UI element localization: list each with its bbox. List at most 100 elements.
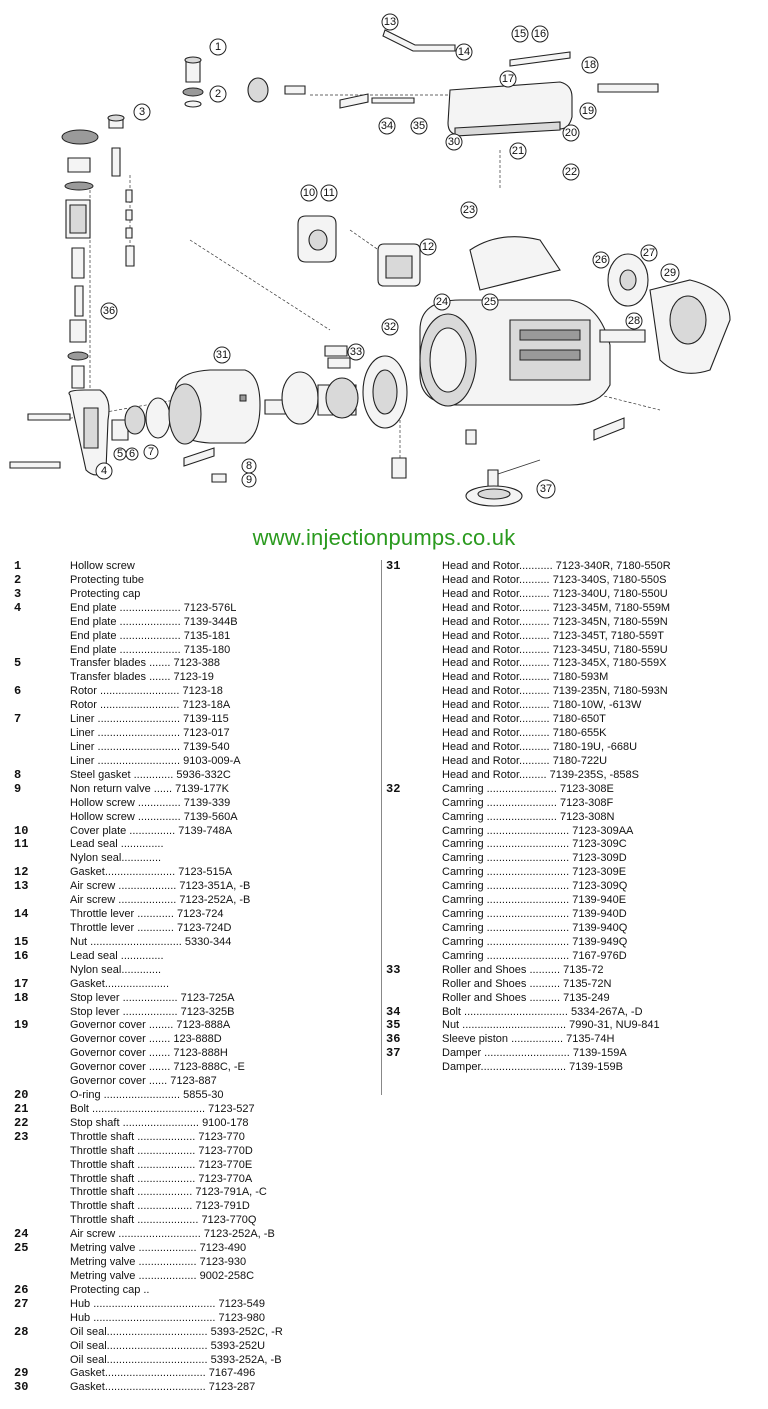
parts-row: Camring ........................... 7139… (386, 936, 766, 950)
parts-row: 23 Throttle shaft ................... 712… (14, 1129, 374, 1145)
part-code: 7135-74H (566, 1033, 615, 1046)
svg-text:15: 15 (514, 28, 526, 40)
callout-8: 8 (241, 458, 257, 474)
part-name: Rotor .......................... (70, 699, 180, 712)
part-number: 19 (14, 1018, 29, 1033)
part-name: Hub ....................................… (70, 1297, 216, 1310)
part-description: Head and Rotor.......... 7123-340U, 7180… (442, 588, 668, 602)
parts-row: Roller and Shoes .......... 7135-72N (386, 978, 766, 992)
part-description: Liner ........................... 9103-0… (70, 755, 241, 769)
callout-13: 13 (381, 13, 399, 31)
parts-row: Head and Rotor.......... 7123-345M, 7180… (386, 602, 766, 616)
parts-row: Camring ........................... 7123… (386, 825, 766, 839)
callout-19: 19 (579, 102, 597, 120)
part-description: Camring ........................... 7139… (442, 908, 627, 922)
parts-row: End plate .................... 7139-344B (14, 616, 374, 630)
part-description: Governor cover ....... 7123-888H (70, 1047, 228, 1061)
svg-text:10: 10 (303, 187, 315, 199)
part-description: Air screw ........................... 71… (70, 1228, 275, 1242)
parts-row: End plate .................... 7135-181 (14, 630, 374, 644)
part-description: Throttle shaft ................... 7123-… (70, 1159, 252, 1173)
part-code: 7123-309E (572, 866, 627, 879)
callout-6: 6 (125, 447, 139, 461)
part-name: Head and Rotor.......... (442, 671, 550, 684)
part-code: 5936-332C (176, 768, 231, 781)
callout-15: 15 (511, 25, 529, 43)
part-name: Protecting cap .. (70, 1283, 150, 1296)
part-description: Hollow screw .............. 7139-560A (70, 811, 238, 825)
part-name: Head and Rotor.......... (442, 657, 550, 670)
part-name: Damper ............................ (442, 1047, 570, 1060)
svg-text:36: 36 (103, 305, 115, 317)
parts-row: Governor cover ....... 7123-888C, -E (14, 1061, 374, 1075)
part-name: Oil seal................................… (70, 1325, 208, 1338)
part-description: Throttle lever ............ 7123-724 (70, 908, 223, 922)
part-description: Stop lever .................. 7123-325B (70, 1006, 234, 1020)
part-number: 28 (14, 1324, 29, 1339)
part-number: 33 (386, 962, 401, 977)
parts-row: Camring ........................... 7139… (386, 922, 766, 936)
part-code: 7139-177K (175, 782, 229, 795)
parts-row: Hollow screw .............. 7139-339 (14, 797, 374, 811)
part-name: Oil seal................................… (70, 1339, 208, 1352)
part-number: 36 (386, 1032, 401, 1047)
part-number: 4 (14, 600, 22, 615)
part-description: Roller and Shoes .......... 7135-249 (442, 992, 610, 1006)
part-description: Roller and Shoes .......... 7135-72N (442, 978, 611, 992)
part-description: Hollow screw (70, 560, 135, 574)
parts-row: 36 Sleeve piston ................. 7135-7… (386, 1032, 766, 1047)
part-description: Sleeve piston ................. 7135-74H (442, 1033, 614, 1047)
part-name: Liner ........................... (70, 754, 181, 767)
part-description: Damper ............................ 7139… (442, 1047, 627, 1061)
callout-2: 2 (209, 85, 227, 103)
part-description: Throttle shaft ................... 7123-… (70, 1131, 245, 1145)
part-description: Head and Rotor.......... 7180-722U (442, 755, 607, 769)
part-description: Protecting tube (70, 574, 144, 588)
parts-row: Throttle shaft .................... 7123… (14, 1214, 374, 1228)
part-code: 7139-235N, 7180-593N (552, 685, 668, 698)
part-code: 7123-325B (180, 1005, 235, 1018)
svg-text:34: 34 (381, 120, 393, 132)
part-code: 7123-18A (182, 699, 231, 712)
parts-row: Transfer blades ....... 7123-19 (14, 671, 374, 685)
part-code: 7123-549 (218, 1297, 266, 1310)
part-code: 7123-576L (183, 601, 237, 614)
svg-text:1: 1 (215, 41, 221, 53)
part-number: 23 (14, 1129, 29, 1144)
part-name: Camring ........................... (442, 852, 570, 865)
part-code: 7123-770 (198, 1130, 245, 1143)
part-description: End plate .................... 7139-344B (70, 616, 238, 630)
part-name: Metring valve ................... (70, 1242, 197, 1255)
part-name: Transfer blades ....... (70, 657, 171, 670)
parts-row: Camring ........................... 7139… (386, 894, 766, 908)
part-code: 5330-344 (184, 935, 232, 948)
part-code: 7123-017 (183, 727, 230, 740)
parts-row: Rotor .......................... 7123-18… (14, 699, 374, 713)
part-name: Head and Rotor.......... (442, 740, 550, 753)
svg-text:8: 8 (246, 460, 252, 472)
part-description: Gasket................................. … (70, 1367, 255, 1381)
part-description: Stop lever .................. 7123-725A (70, 992, 234, 1006)
damper-and-plugs (183, 417, 625, 507)
part-description: Gasket....................... 7123-515A (70, 866, 232, 880)
part-name: Governor cover ...... (70, 1075, 168, 1088)
part-number: 15 (14, 934, 29, 949)
part-name: Camring ........................... (442, 908, 570, 921)
end-plate-assembly (9, 389, 171, 476)
part-number: 22 (14, 1115, 29, 1130)
part-description: Head and Rotor.......... 7180-650T (442, 713, 606, 727)
parts-row: Head and Rotor.......... 7123-345X, 7180… (386, 657, 766, 671)
parts-row: Throttle shaft ................... 7123-… (14, 1173, 374, 1187)
part-code: 7123-345N, 7180-559N (552, 615, 668, 628)
svg-text:23: 23 (463, 204, 475, 216)
part-code: 7123-308N (559, 810, 615, 823)
part-number: 14 (14, 907, 29, 922)
